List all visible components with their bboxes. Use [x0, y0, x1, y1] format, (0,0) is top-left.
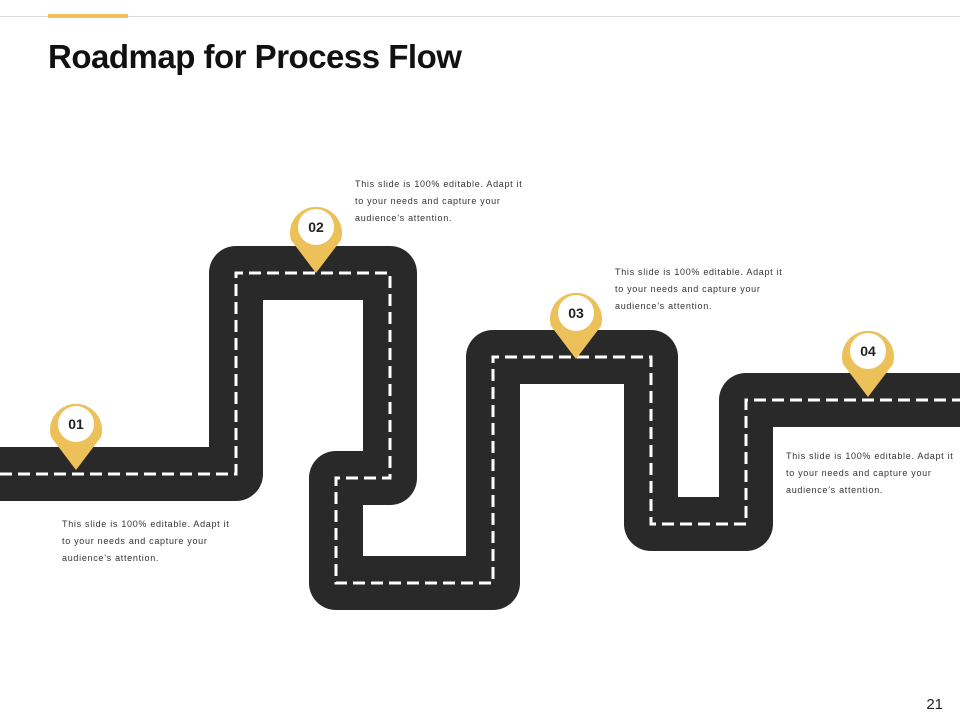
- milestone-number: 03: [568, 305, 584, 321]
- milestone-description-01: This slide is 100% editable. Adapt it to…: [62, 519, 230, 563]
- milestone-number: 01: [68, 416, 84, 432]
- milestone-marker-02: 02: [290, 206, 343, 273]
- milestone-marker-01: 01: [50, 403, 102, 470]
- milestone-number: 02: [308, 219, 324, 235]
- milestone-description-04: This slide is 100% editable. Adapt it to…: [786, 451, 954, 495]
- milestone-description-02: This slide is 100% editable. Adapt it to…: [355, 179, 523, 223]
- slide-title: Roadmap for Process Flow: [48, 38, 462, 75]
- title-accent-bar: [48, 14, 128, 18]
- milestone-marker-04: 04: [842, 330, 894, 397]
- header-divider: [0, 16, 960, 17]
- road-center-dashes: [0, 271, 960, 585]
- milestone-marker-03: 03: [550, 292, 602, 359]
- page-number: 21: [926, 696, 943, 713]
- milestone-description-03: This slide is 100% editable. Adapt it to…: [615, 267, 783, 311]
- milestone-number: 04: [860, 343, 876, 359]
